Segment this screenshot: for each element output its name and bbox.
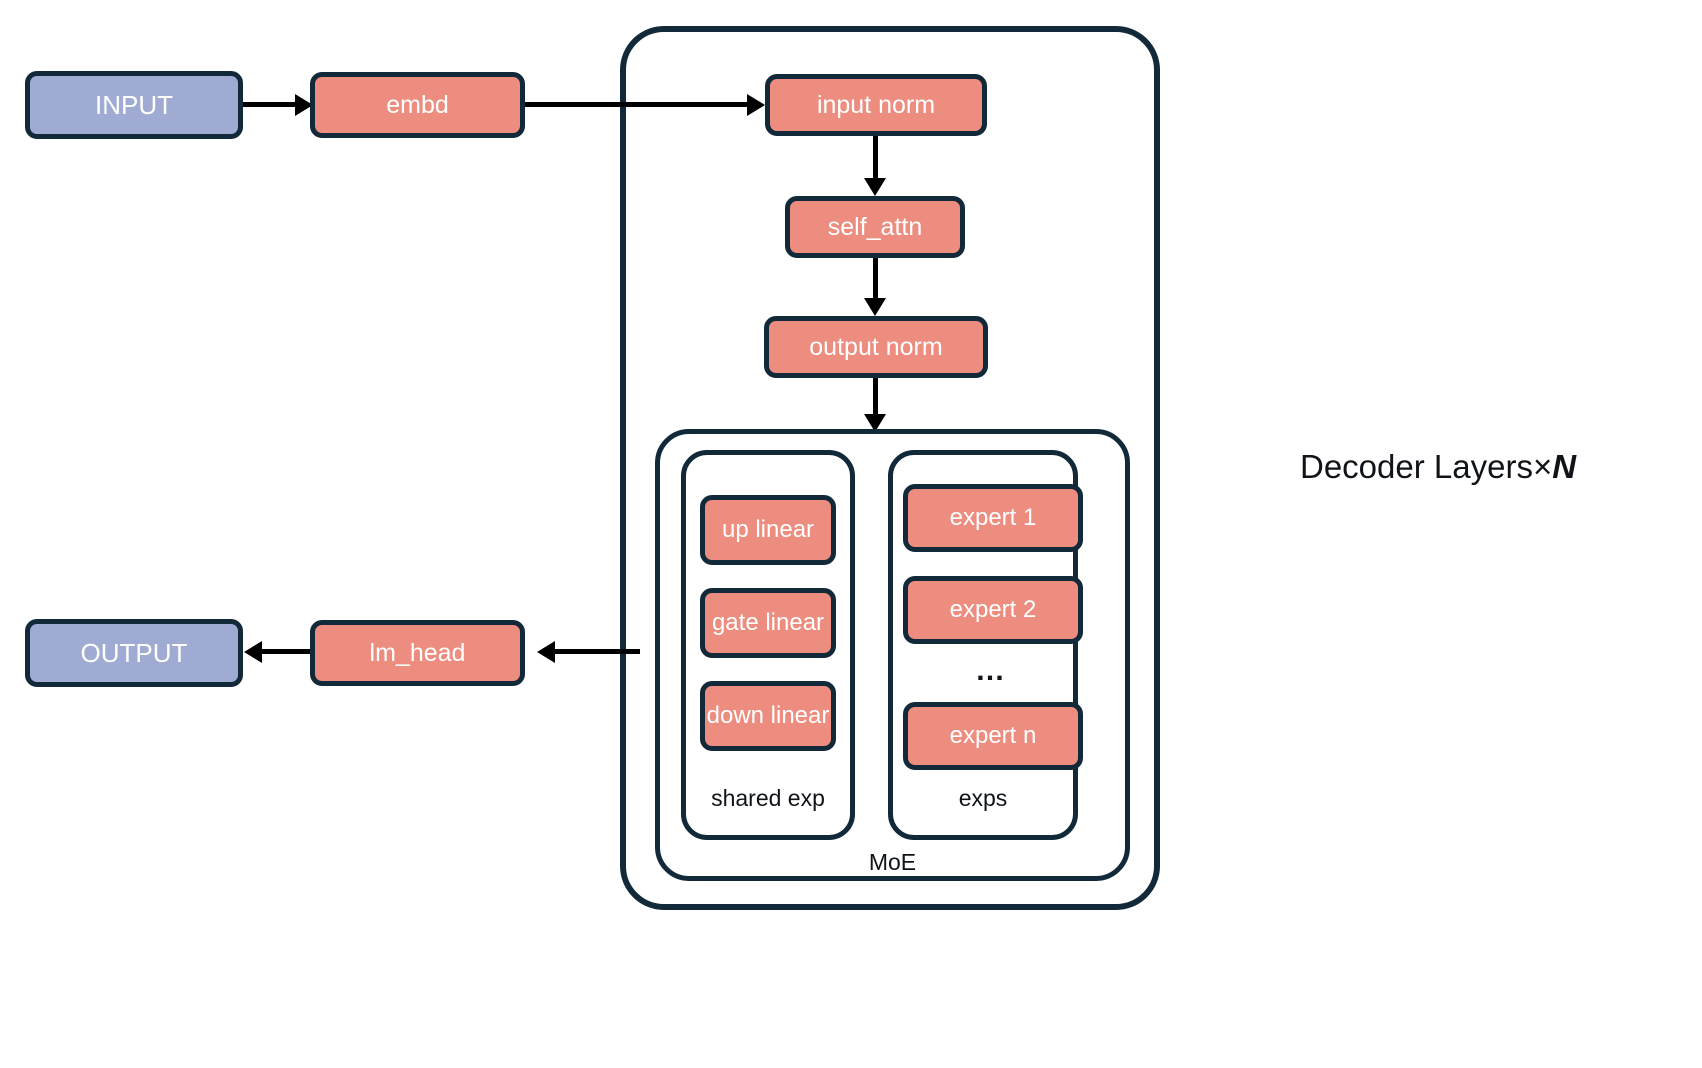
input-norm-label: input norm (816, 90, 936, 119)
decoder-layers-label: Decoder Layers×N (1300, 450, 1576, 483)
shared-expert-container (681, 450, 855, 840)
arrow-lmhead-to-output-head (244, 641, 262, 663)
shared-expert-caption: shared exp (681, 787, 855, 810)
arrow-decoder-to-lmhead-head (537, 641, 555, 663)
arrow-lmhead-to-output-line (262, 649, 310, 654)
embd-node-label: embd (386, 90, 449, 119)
expert-1-node[interactable]: expert 1 (903, 484, 1083, 552)
expert-n-node[interactable]: expert n (903, 702, 1083, 770)
arrow-selfattn-to-outputnorm-head (864, 298, 886, 316)
expert-1-label: expert 1 (949, 504, 1037, 531)
arrow-embd-to-inputnorm-head (747, 94, 765, 116)
up-linear-label: up linear (721, 516, 815, 543)
output-node[interactable]: OUTPUT (25, 619, 243, 687)
shared-expert-caption-label: shared exp (711, 785, 825, 811)
arrow-outputnorm-to-moe-head (864, 414, 886, 432)
embd-node[interactable]: embd (310, 72, 525, 138)
arrow-outputnorm-to-moe-line (873, 378, 878, 426)
moe-caption-label: MoE (868, 849, 917, 875)
input-node[interactable]: INPUT (25, 71, 243, 139)
arrow-input-to-embd-head (295, 94, 313, 116)
output-norm-node[interactable]: output norm (764, 316, 988, 378)
moe-caption: MoE (655, 851, 1130, 874)
down-linear-node[interactable]: down linear (700, 681, 836, 751)
experts-ellipsis-label: … (975, 654, 1007, 687)
arrow-decoder-to-lmhead-line (555, 649, 640, 654)
arrow-inputnorm-to-selfattn-head (864, 178, 886, 196)
experts-ellipsis: … (975, 656, 1007, 686)
gate-linear-label: gate linear (711, 609, 825, 636)
arrow-inputnorm-to-selfattn-line (873, 136, 878, 184)
arrow-selfattn-to-outputnorm-line (873, 258, 878, 306)
decoder-layers-label-text: Decoder Layers× (1300, 448, 1553, 485)
moe-container (655, 429, 1130, 881)
self-attn-node[interactable]: self_attn (785, 196, 965, 258)
arrow-embd-to-inputnorm-line (525, 102, 747, 107)
experts-caption-label: exps (958, 785, 1008, 811)
down-linear-label: down linear (706, 702, 830, 729)
output-norm-label: output norm (809, 332, 943, 361)
decoder-layers-container (620, 26, 1160, 910)
input-norm-node[interactable]: input norm (765, 74, 987, 136)
expert-n-label: expert n (949, 722, 1037, 749)
expert-2-node[interactable]: expert 2 (903, 576, 1083, 644)
input-node-label: INPUT (95, 90, 173, 120)
output-node-label: OUTPUT (80, 638, 188, 668)
lm-head-node[interactable]: lm_head (310, 620, 525, 686)
gate-linear-node[interactable]: gate linear (700, 588, 836, 658)
experts-container (888, 450, 1078, 840)
expert-2-label: expert 2 (949, 596, 1037, 623)
arrow-input-to-embd-line (243, 102, 295, 107)
lm-head-label: lm_head (369, 638, 466, 667)
experts-caption: exps (888, 787, 1078, 810)
self-attn-label: self_attn (827, 212, 923, 241)
decoder-layers-multiplier: N (1552, 448, 1577, 485)
up-linear-node[interactable]: up linear (700, 495, 836, 565)
